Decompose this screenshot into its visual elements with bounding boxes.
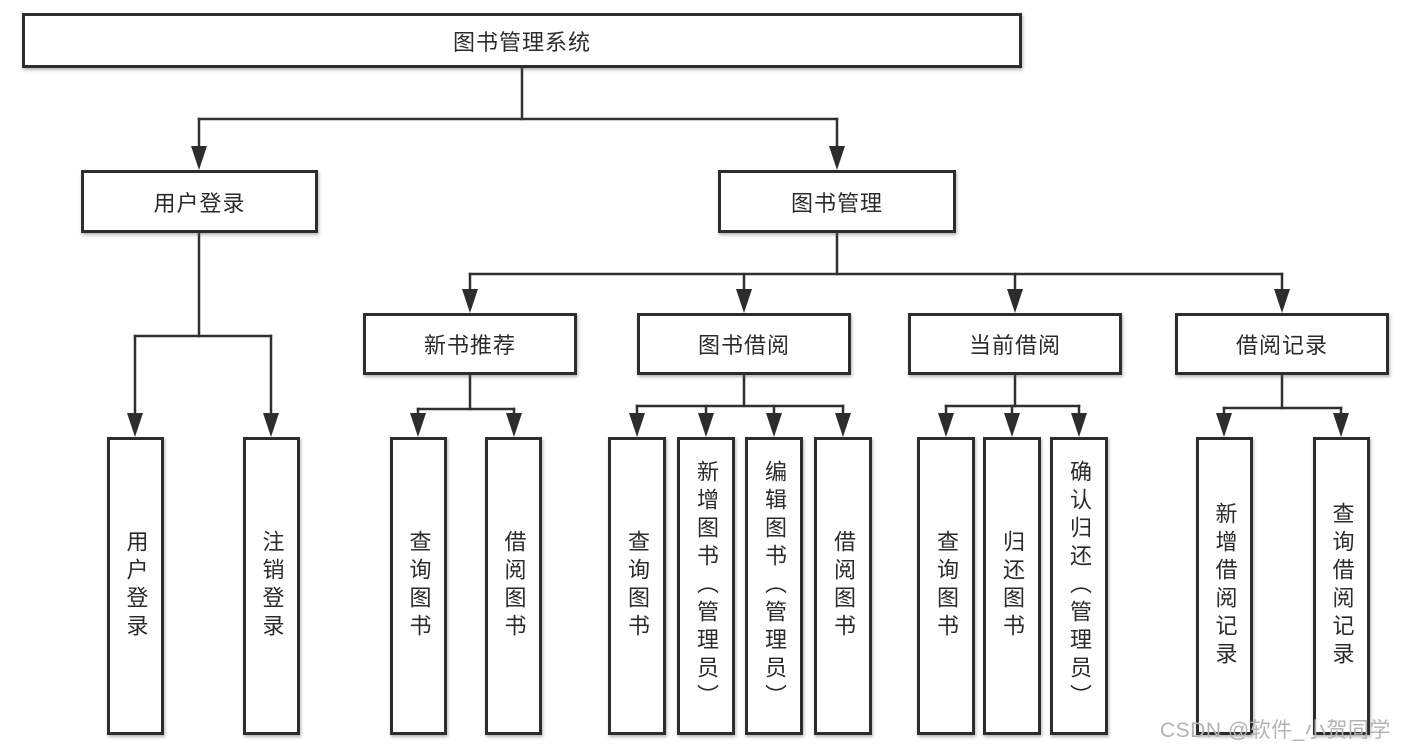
node-borrow-records: 借阅记录 <box>1175 313 1389 375</box>
node-user-login: 用户登录 <box>81 170 318 233</box>
leaf-rec-query-record: 查询借阅记录 <box>1313 437 1370 735</box>
leaf-bb-add-books-admin: 新增图书（管理员） <box>677 437 735 735</box>
leaf-nb-borrow-books: 借阅图书 <box>485 437 542 735</box>
node-book-management: 图书管理 <box>718 170 956 233</box>
node-new-book-recommend: 新书推荐 <box>363 313 577 375</box>
leaf-cb-return-books: 归还图书 <box>983 437 1041 735</box>
node-current-borrow: 当前借阅 <box>908 313 1122 375</box>
node-book-borrow: 图书借阅 <box>637 313 851 375</box>
leaf-cb-query-books: 查询图书 <box>917 437 975 735</box>
arrowhead-icons <box>127 146 1349 437</box>
node-root: 图书管理系统 <box>22 13 1022 68</box>
leaf-rec-add-record: 新增借阅记录 <box>1196 437 1253 735</box>
watermark: CSDN @软件_小贺同学 <box>1160 719 1391 742</box>
leaf-bb-edit-books-admin: 编辑图书（管理员） <box>745 437 803 735</box>
leaf-nb-query-books: 查询图书 <box>390 437 447 735</box>
leaf-cb-confirm-return-admin: 确认归还（管理员） <box>1050 437 1108 735</box>
leaf-user-login: 用户登录 <box>107 437 164 735</box>
leaf-bb-borrow-books: 借阅图书 <box>814 437 872 735</box>
leaf-logout: 注销登录 <box>243 437 300 735</box>
leaf-bb-query-books: 查询图书 <box>608 437 666 735</box>
